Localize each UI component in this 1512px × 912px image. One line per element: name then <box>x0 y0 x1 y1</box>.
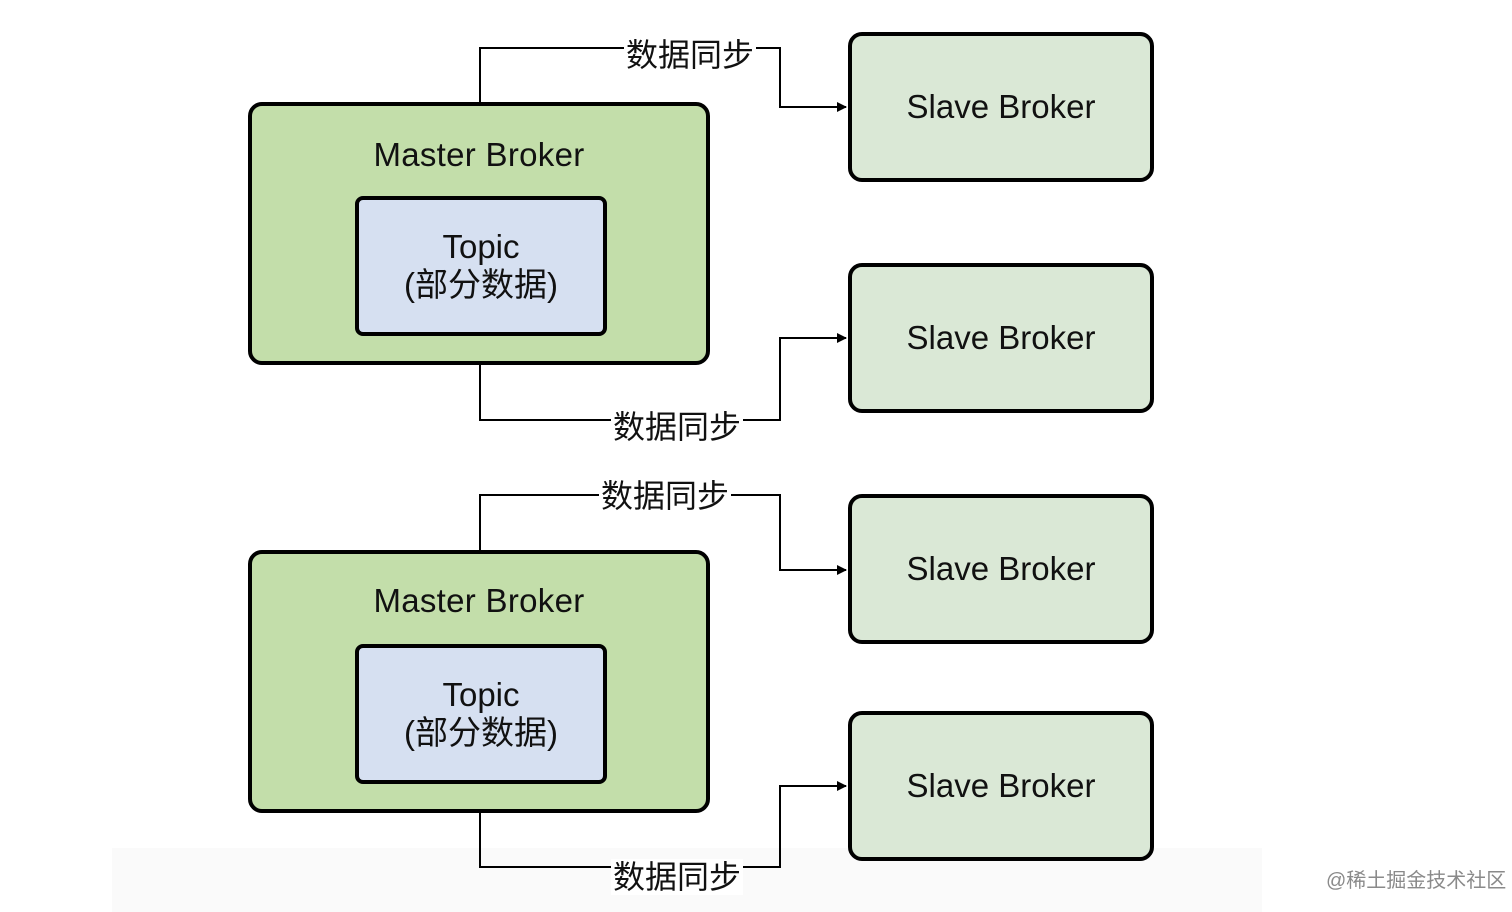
topic-sublabel: (部分数据) <box>404 266 558 303</box>
sync-label-2: 数据同步 <box>611 409 744 445</box>
slave-broker-1: Slave Broker <box>848 32 1154 182</box>
sync-label-4: 数据同步 <box>611 859 744 895</box>
slave-broker-2: Slave Broker <box>848 263 1154 413</box>
sync-connector-2 <box>479 333 847 421</box>
slave-broker-label: Slave Broker <box>906 88 1096 125</box>
topic-label: Topic <box>442 228 520 265</box>
topic-sublabel: (部分数据) <box>404 714 558 751</box>
slave-broker-label: Slave Broker <box>906 550 1096 587</box>
sync-label-3: 数据同步 <box>599 478 732 514</box>
master-broker-2: Master Broker Topic (部分数据) <box>248 550 710 813</box>
topic-box: Topic (部分数据) <box>355 644 607 784</box>
slave-broker-label: Slave Broker <box>906 319 1096 356</box>
slave-broker-label: Slave Broker <box>906 767 1096 804</box>
sync-connector-1 <box>479 47 847 112</box>
master-broker-1: Master Broker Topic (部分数据) <box>248 102 710 365</box>
sync-label-1: 数据同步 <box>624 37 757 73</box>
master-broker-title: Master Broker <box>373 582 585 619</box>
topic-label: Topic <box>442 676 520 713</box>
master-broker-title: Master Broker <box>373 136 585 173</box>
slave-broker-3: Slave Broker <box>848 494 1154 644</box>
topic-box: Topic (部分数据) <box>355 196 607 336</box>
watermark: @稀土掘金技术社区 <box>1326 870 1507 892</box>
slave-broker-4: Slave Broker <box>848 711 1154 861</box>
sync-connector-3 <box>479 494 847 575</box>
sync-connector-4 <box>479 781 847 868</box>
